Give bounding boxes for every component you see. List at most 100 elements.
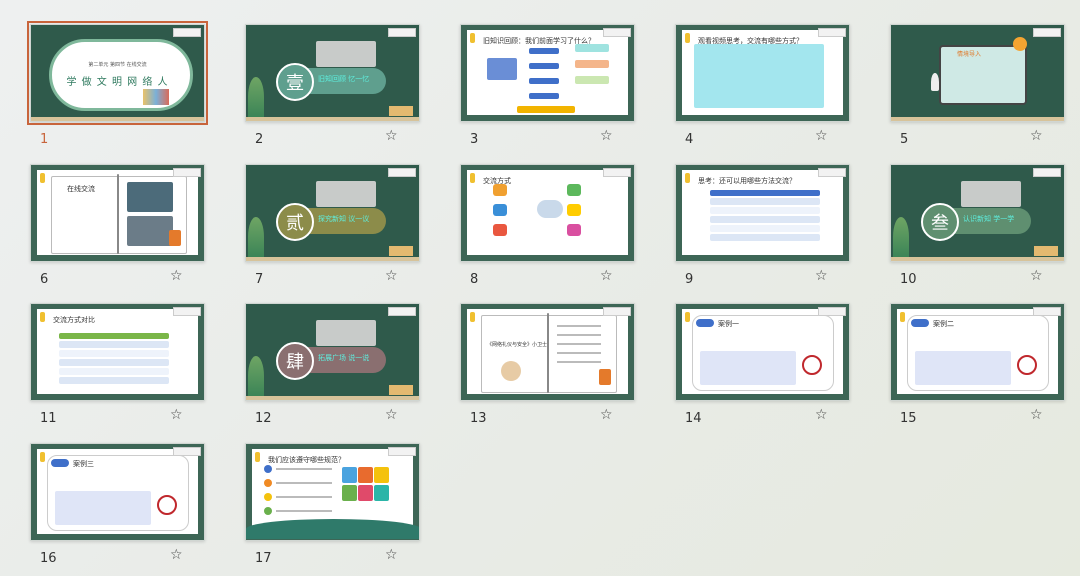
flow-note (575, 76, 609, 84)
text-line (276, 468, 332, 470)
favorite-star-icon[interactable]: ☆ (600, 128, 613, 144)
favorite-star-icon[interactable]: ☆ (385, 547, 398, 563)
slide-thumbnail-6[interactable]: 在线交流 6 ☆ (30, 164, 205, 294)
bullet-icon (264, 465, 272, 473)
prohibit-icon (1017, 355, 1037, 375)
slide-preview[interactable]: 第二单元 第四节 在线交流学 做 文 明 网 络 人 (27, 21, 208, 125)
chat-icon (567, 224, 581, 236)
favorite-star-icon[interactable]: ☆ (170, 407, 183, 423)
slide-content: 思考：还可以用哪些方法交流？ (682, 170, 843, 255)
slide-number: 5 (900, 132, 909, 147)
section-number: 壹 (276, 63, 314, 101)
qr-code-icon (388, 168, 416, 177)
slide-preview[interactable]: 案例一 (675, 303, 850, 401)
bullet-icon (264, 507, 272, 515)
slide-preview[interactable]: 案例三 (30, 443, 205, 541)
desk-icon (389, 385, 413, 395)
favorite-star-icon[interactable]: ☆ (600, 268, 613, 284)
chat-icon (493, 224, 507, 236)
slide-preview[interactable]: 交流方式 (460, 164, 635, 262)
chat-icon (567, 184, 581, 196)
slide-preview[interactable]: 观看视频思考，交流有哪些方式？ (675, 24, 850, 122)
flow-note (575, 60, 609, 68)
cube (374, 485, 389, 501)
favorite-star-icon[interactable]: ☆ (815, 407, 828, 423)
sun-icon (1013, 37, 1027, 51)
flow-step (529, 48, 559, 54)
section-title: 认识新知 学一学 (963, 215, 1015, 223)
favorite-star-icon[interactable]: ☆ (385, 128, 398, 144)
plant-icon (893, 217, 909, 257)
slide-preview[interactable]: 思考：还可以用哪些方法交流？ (675, 164, 850, 262)
favorite-star-icon[interactable]: ☆ (170, 547, 183, 563)
table-row (59, 368, 169, 375)
slide-number: 6 (40, 272, 49, 287)
slide-preview[interactable]: 旧知识回顾：我们前面学习了什么？ (460, 24, 635, 122)
slide-number: 2 (255, 132, 264, 147)
desk-icon (1034, 246, 1058, 256)
slide-title: 交流方式对比 (53, 316, 95, 324)
favorite-star-icon[interactable]: ☆ (1030, 128, 1043, 144)
favorite-star-icon[interactable]: ☆ (1030, 407, 1043, 423)
cloud-shape (49, 39, 193, 111)
prohibit-icon (802, 355, 822, 375)
flow-source (487, 58, 517, 80)
qr-code-icon (818, 307, 846, 316)
slide-preview[interactable]: 在线交流 (30, 164, 205, 262)
slide-preview[interactable]: 《网络礼仪与安全》小卫士 (460, 303, 635, 401)
favorite-star-icon[interactable]: ☆ (815, 268, 828, 284)
slide-preview[interactable]: 我们应该遵守哪些规范？ (245, 443, 420, 541)
qr-code-icon (173, 447, 201, 456)
slide-preview[interactable]: 交流方式对比 (30, 303, 205, 401)
slide-thumbnail-12[interactable]: 肆拓展广场 说一说 12 ☆ (245, 303, 420, 433)
slide-content: 旧知识回顾：我们前面学习了什么？ (467, 30, 628, 115)
favorite-star-icon[interactable]: ☆ (815, 128, 828, 144)
logo-icon (685, 33, 690, 43)
favorite-star-icon[interactable]: ☆ (600, 407, 613, 423)
favorite-star-icon[interactable]: ☆ (385, 268, 398, 284)
favorite-star-icon[interactable]: ☆ (385, 407, 398, 423)
slide-content: 《网络礼仪与安全》小卫士 (467, 309, 628, 394)
qr-code-icon (388, 307, 416, 316)
slide-thumbnail-4[interactable]: 观看视频思考，交流有哪些方式？4☆ (675, 24, 850, 154)
desk-icon (389, 106, 413, 116)
slide-thumbnail-5[interactable]: 情境导入 5 ☆ (890, 24, 1065, 154)
text-line (557, 325, 601, 327)
slide-content: 在线交流 (37, 170, 198, 255)
floor (31, 117, 204, 121)
slide-preview[interactable]: 肆拓展广场 说一说 (245, 303, 420, 401)
qr-code-icon (388, 447, 416, 456)
qr-code-icon (818, 168, 846, 177)
logo-icon (40, 312, 45, 322)
book-page (51, 176, 187, 254)
favorite-star-icon[interactable]: ☆ (170, 268, 183, 284)
section-title: 拓展广场 说一说 (318, 354, 370, 362)
slide-title: 《网络礼仪与安全》小卫士 (487, 342, 548, 348)
favorite-star-icon[interactable]: ☆ (1030, 268, 1043, 284)
slide-thumbnail-3[interactable]: 旧知识回顾：我们前面学习了什么？3☆ (460, 24, 635, 154)
slide-thumbnail-16[interactable]: 案例三 16 ☆ (30, 443, 205, 573)
slide-thumbnail-17[interactable]: 我们应该遵守哪些规范？17☆ (245, 443, 420, 573)
qr-code-icon (1033, 307, 1061, 316)
slide-number: 12 (255, 411, 272, 426)
slide-preview[interactable]: 贰探究新知 议一议 (245, 164, 420, 262)
slide-preview[interactable]: 情境导入 (890, 24, 1065, 122)
slide-preview[interactable]: 壹旧知回顾 忆一忆 (245, 24, 420, 122)
slide-thumbnail-9[interactable]: 思考：还可以用哪些方法交流？9☆ (675, 164, 850, 294)
cube (358, 485, 373, 501)
slide-preview[interactable]: 案例二 (890, 303, 1065, 401)
cloud-icon (537, 200, 563, 218)
slide-number: 16 (40, 551, 57, 566)
logo-icon (255, 452, 260, 462)
slide-preview[interactable]: 叁认识新知 学一学 (890, 164, 1065, 262)
slide-thumbnail-2[interactable]: 壹旧知回顾 忆一忆 2 ☆ (245, 24, 420, 154)
rule-panel (700, 351, 796, 385)
